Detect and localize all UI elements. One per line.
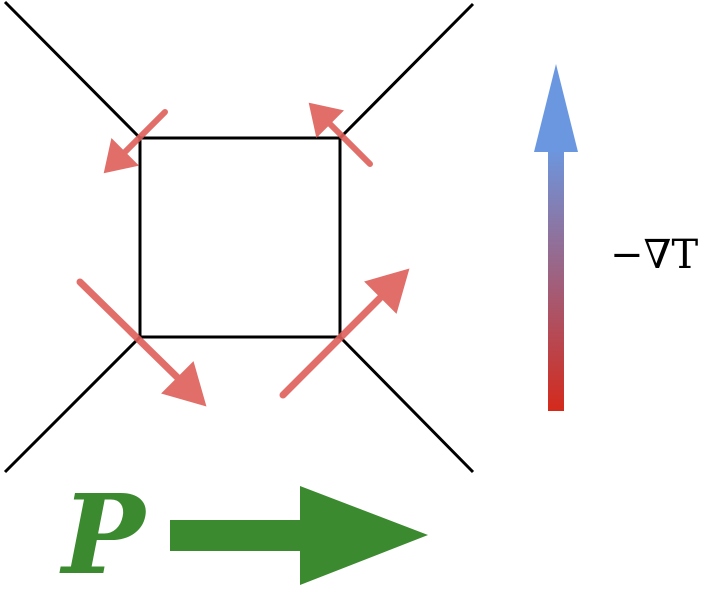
leg-bottom-left — [3, 335, 142, 474]
polarization-label: P — [62, 470, 145, 598]
leg-bottom-right — [338, 335, 475, 474]
temperature-gradient-arrow — [534, 64, 578, 411]
flow-arrow-bottom-left — [76, 278, 207, 407]
flow-arrow-top-left — [103, 109, 168, 174]
gradient-label: −∇T — [610, 232, 699, 278]
polarization-arrow — [170, 486, 428, 585]
flow-arrow-bottom-right — [279, 268, 410, 399]
square-cell — [138, 136, 342, 339]
leg-top-right — [338, 2, 475, 140]
flow-arrow-top-right — [308, 102, 373, 167]
leg-top-left — [3, 0, 142, 140]
